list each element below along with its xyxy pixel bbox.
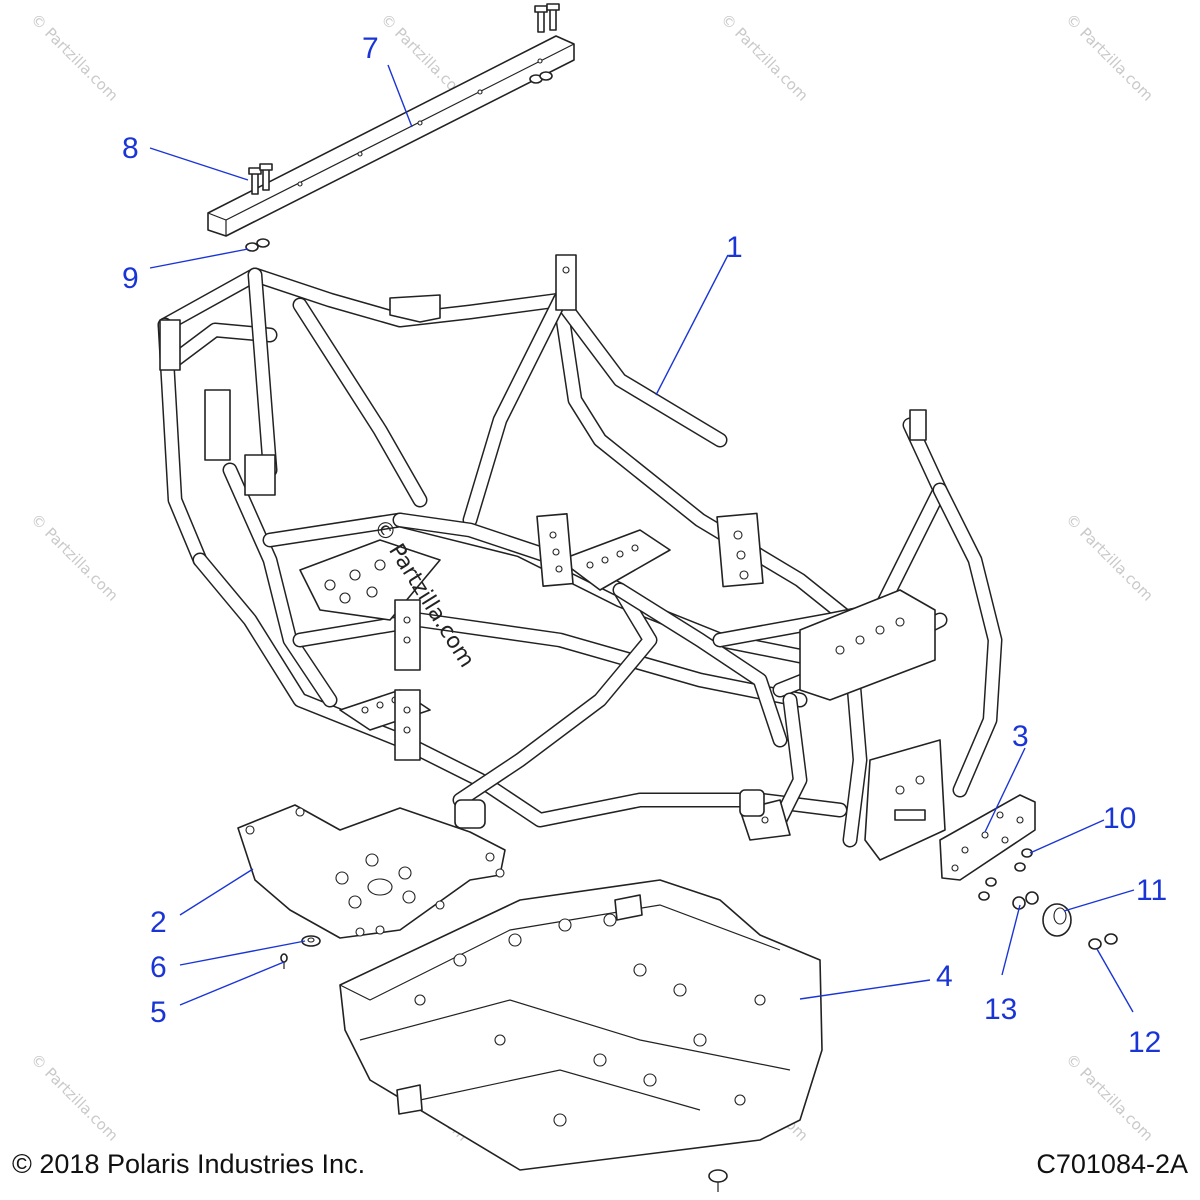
callout-9: 9 — [122, 262, 139, 295]
diagram-id: C701084-2A — [1036, 1149, 1188, 1179]
crossbar-part — [207, 35, 575, 237]
tow-ring-part — [1042, 903, 1072, 937]
watermark-text: © Partzilla.com — [1062, 510, 1157, 605]
watermark-text: © Partzilla.com — [1062, 1050, 1157, 1145]
rear-plate-part — [939, 794, 1036, 881]
callout-7: 7 — [362, 32, 379, 65]
callout-8: 8 — [122, 132, 139, 165]
callout-10: 10 — [1103, 802, 1136, 835]
callout-1: 1 — [726, 231, 743, 264]
callout-labels: 1 2 3 4 5 6 7 8 9 10 11 12 13 — [122, 32, 1167, 1059]
watermark-text: © Partzilla.com — [27, 510, 122, 605]
callout-5: 5 — [150, 996, 167, 1029]
watermark-text: © Partzilla.com — [27, 10, 122, 105]
leader-lines — [149, 64, 1135, 1013]
watermark-text: © Partzilla.com — [717, 10, 812, 105]
nut-parts — [245, 71, 553, 252]
watermark-text: © Partzilla.com — [27, 1050, 122, 1145]
small-fastener-parts — [1012, 891, 1118, 950]
callout-2: 2 — [150, 906, 167, 939]
copyright-text: © 2018 Polaris Industries Inc. — [12, 1149, 365, 1179]
callout-11: 11 — [1136, 874, 1167, 907]
callout-3: 3 — [1012, 720, 1029, 753]
fastener-parts — [280, 935, 321, 969]
front-skid-plate-part — [237, 804, 506, 939]
callout-4: 4 — [936, 960, 953, 993]
main-frame-part — [157, 254, 1003, 861]
callout-6: 6 — [150, 951, 167, 984]
rear-bolt-parts — [978, 848, 1033, 901]
main-skid-plate-part — [339, 879, 823, 1192]
bolt-parts — [248, 3, 560, 195]
callout-13: 13 — [984, 993, 1017, 1026]
watermark-text: © Partzilla.com — [1062, 10, 1157, 105]
callout-12: 12 — [1128, 1026, 1161, 1059]
